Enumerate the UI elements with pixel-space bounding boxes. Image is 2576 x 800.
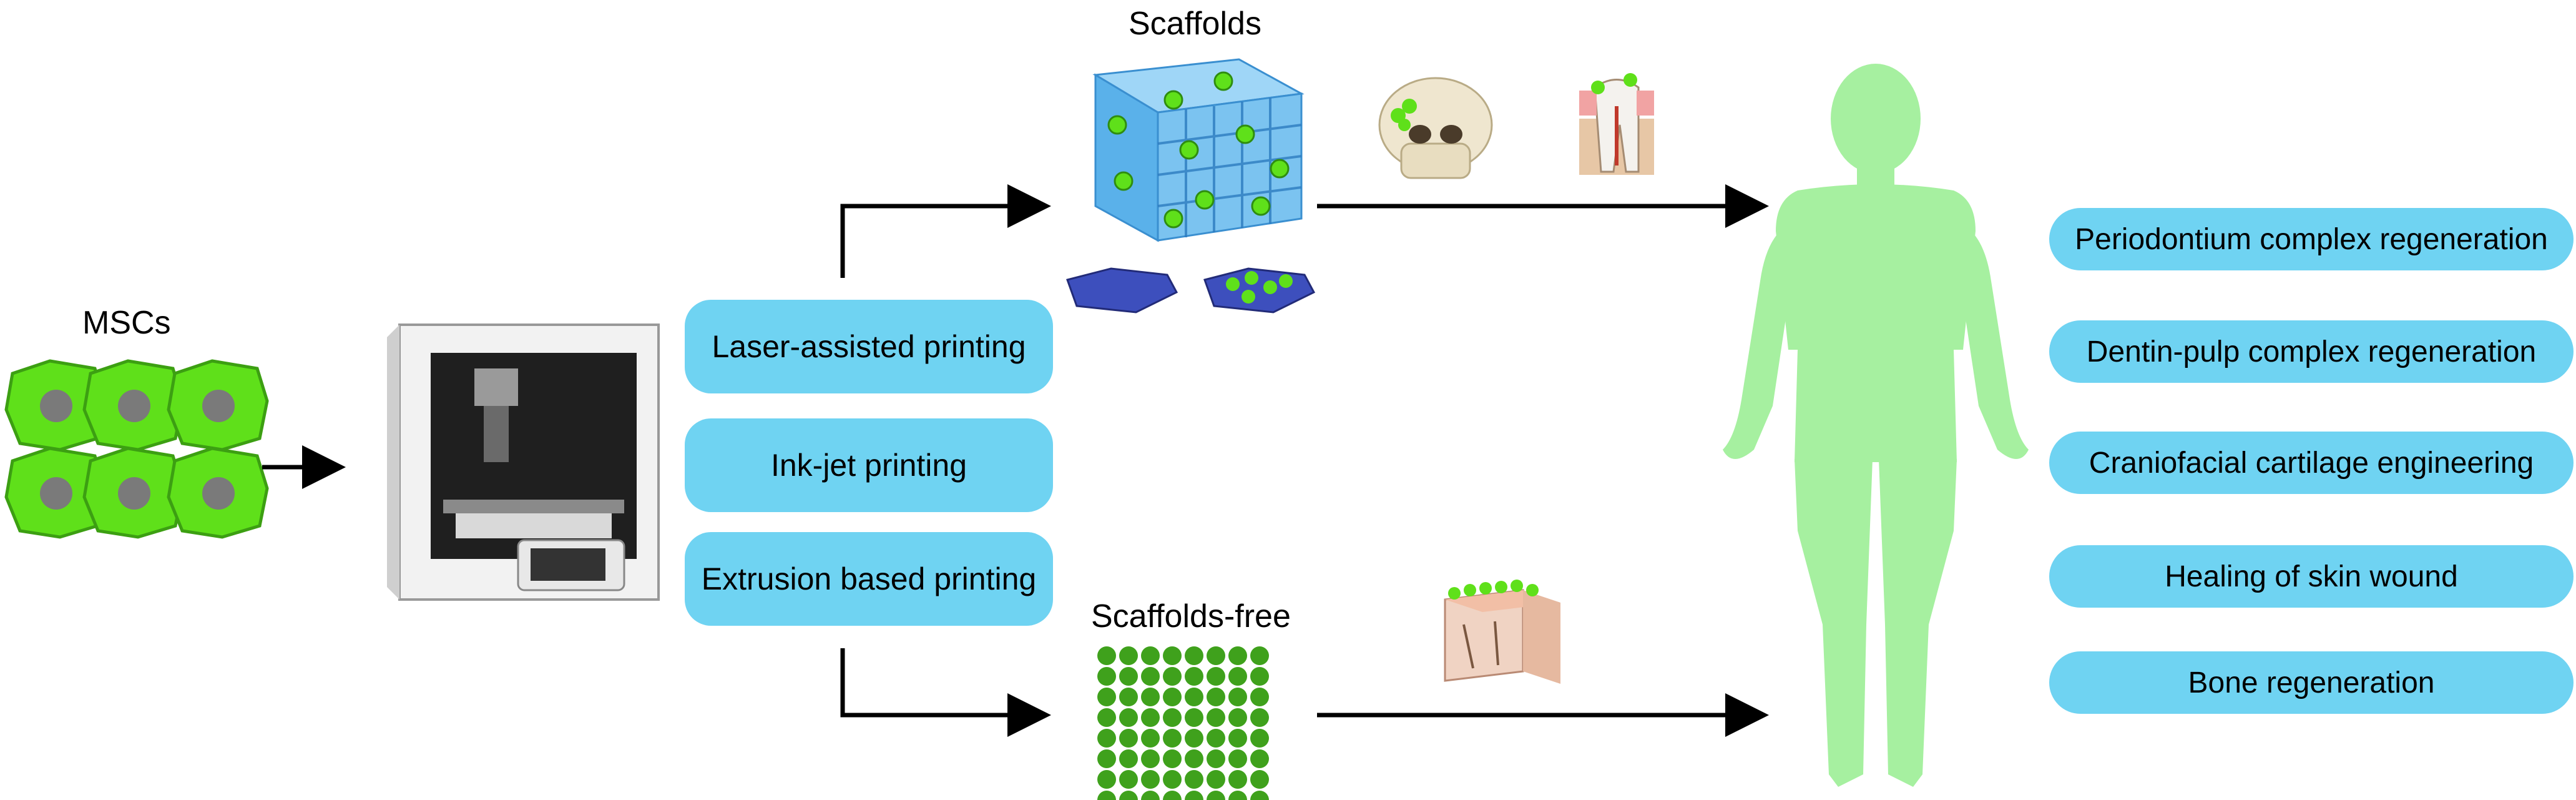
spheroid-dot: [1163, 667, 1182, 686]
scaffolds-label: Scaffolds: [1129, 6, 1261, 42]
spheroid-dot: [1228, 791, 1247, 800]
hexagonal-scaffold-icon: [1066, 267, 1316, 314]
outcome-periodontium: Periodontium complex regeneration: [2049, 208, 2574, 270]
msc-cells-icon: [6, 361, 267, 537]
spheroid-dot: [1097, 688, 1116, 706]
spheroid-dot: [1163, 729, 1182, 748]
spheroid-dot: [1228, 770, 1247, 789]
spheroid-dot: [1207, 688, 1225, 706]
spheroid-dot: [1141, 729, 1160, 748]
spheroid-dot: [1163, 688, 1182, 706]
outcome-craniofacial-cartilage: Craniofacial cartilage engineering: [2049, 432, 2574, 494]
spheroid-dot: [1141, 646, 1160, 665]
spheroid-dot: [1228, 729, 1247, 748]
spheroid-dot: [1250, 688, 1269, 706]
spheroid-dot: [1207, 646, 1225, 665]
spheroid-dot: [1119, 667, 1138, 686]
spheroid-dot: [1185, 770, 1203, 789]
method-ink-jet: Ink-jet printing: [685, 418, 1053, 512]
spheroid-dot: [1141, 688, 1160, 706]
spheroid-dot: [1119, 708, 1138, 727]
skull-icon: [1378, 77, 1493, 179]
spheroid-dot: [1097, 749, 1116, 768]
outcome-bone: Bone regeneration: [2049, 651, 2574, 714]
spheroid-dot: [1207, 770, 1225, 789]
spheroid-dot: [1097, 646, 1116, 665]
spheroid-dot: [1207, 708, 1225, 727]
human-silhouette-icon: [1723, 64, 2029, 787]
spheroid-dot: [1119, 749, 1138, 768]
spheroid-dot: [1185, 729, 1203, 748]
spheroid-dot: [1185, 749, 1203, 768]
spheroid-dot: [1119, 688, 1138, 706]
spheroid-dot: [1228, 708, 1247, 727]
outcome-skin-wound: Healing of skin wound: [2049, 545, 2574, 608]
spheroid-dot: [1141, 770, 1160, 789]
spheroid-dot: [1207, 667, 1225, 686]
spheroid-dot: [1228, 688, 1247, 706]
skin-section-icon: [1444, 580, 1560, 684]
spheroid-dot: [1185, 688, 1203, 706]
spheroid-dot: [1207, 749, 1225, 768]
spheroid-dot: [1119, 770, 1138, 789]
spheroid-dot: [1250, 749, 1269, 768]
spheroid-dot: [1097, 770, 1116, 789]
spheroid-dot: [1141, 749, 1160, 768]
method-extrusion: Extrusion based printing: [685, 532, 1053, 626]
spheroid-dot: [1250, 646, 1269, 665]
spheroid-dot: [1163, 646, 1182, 665]
arrow-to-scaffolds-free: [840, 648, 1051, 737]
spheroid-dot: [1119, 791, 1138, 800]
spheroid-dot: [1185, 667, 1203, 686]
spheroid-dot: [1097, 667, 1116, 686]
outcome-dentin-pulp: Dentin-pulp complex regeneration: [2049, 320, 2574, 383]
spheroid-dot: [1228, 749, 1247, 768]
spheroid-dot: [1228, 646, 1247, 665]
3d-printer-icon: [387, 323, 660, 601]
method-laser-assisted: Laser-assisted printing: [685, 300, 1053, 393]
spheroid-dot: [1163, 749, 1182, 768]
spheroid-dot: [1163, 791, 1182, 800]
spheroid-dot: [1163, 770, 1182, 789]
spheroid-dot: [1250, 667, 1269, 686]
spheroid-dot: [1119, 646, 1138, 665]
spheroid-dot: [1141, 708, 1160, 727]
arrow-to-scaffolds: [840, 184, 1051, 278]
spheroid-dot: [1119, 729, 1138, 748]
spheroid-dot: [1141, 667, 1160, 686]
spheroid-dot: [1097, 791, 1116, 800]
spheroid-dot: [1141, 791, 1160, 800]
scaffold-cube-icon: [1092, 58, 1305, 242]
spheroid-dot: [1185, 708, 1203, 727]
spheroid-dot: [1097, 729, 1116, 748]
spheroid-dot: [1097, 708, 1116, 727]
tooth-icon: [1579, 73, 1654, 175]
spheroid-dot: [1250, 770, 1269, 789]
spheroid-dot: [1207, 729, 1225, 748]
spheroid-dot: [1250, 708, 1269, 727]
spheroid-dot: [1250, 729, 1269, 748]
spheroid-dot: [1185, 646, 1203, 665]
spheroid-dot: [1250, 791, 1269, 800]
spheroid-dot: [1207, 791, 1225, 800]
mscs-label: MSCs: [82, 305, 171, 341]
spheroid-dot: [1228, 667, 1247, 686]
spheroid-grid-icon: [1097, 646, 1269, 800]
scaffolds-free-label: Scaffolds-free: [1091, 598, 1291, 635]
spheroid-dot: [1185, 791, 1203, 800]
spheroid-dot: [1163, 708, 1182, 727]
